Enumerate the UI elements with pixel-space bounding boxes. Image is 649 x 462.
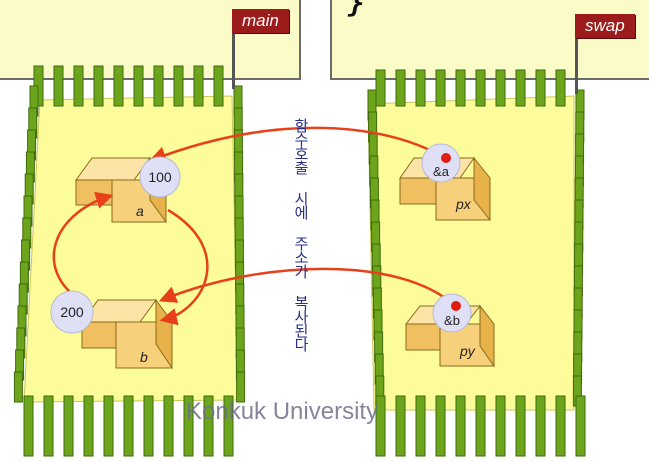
swap-fence-bottom [375,395,586,457]
bubble-px-text: &a [433,164,450,179]
fence-post [63,395,74,457]
bubble-px-value: &a [421,143,461,183]
fence-post [575,395,586,457]
fence-post [236,371,246,403]
fence-post [103,395,114,457]
fence-post [555,69,566,107]
fence-post [173,65,184,107]
fence-post [93,65,104,107]
fence-post [73,65,84,107]
swap-fence-top [375,69,566,107]
bubble-b-value: 200 [50,290,94,334]
fence-post [43,395,54,457]
main-flag-pole [232,9,235,89]
fence-post [515,395,526,457]
fence-post [163,395,174,457]
fence-post [475,395,486,457]
box-px-label: px [455,196,472,212]
swap-fence-left [367,89,385,407]
fence-post [535,69,546,107]
fence-post [495,395,506,457]
fence-post [23,395,34,457]
main-fence-bottom [23,395,234,457]
fence-post [223,395,234,457]
main-fence-left [13,85,39,403]
swap-flag-pole [575,14,578,94]
fence-post [213,65,224,107]
bubble-a-text: 100 [148,169,172,185]
closing-brace: } [348,0,365,19]
arrow-px-to-a [148,126,446,164]
watermark-text: Konkuk University [186,398,379,425]
fence-post [83,395,94,457]
fence-post [395,69,406,107]
fence-post [123,395,134,457]
bubble-a-value: 100 [139,156,181,198]
bubble-py-text: &b [444,313,460,328]
fence-post [555,395,566,457]
fence-post [375,69,386,107]
swap-scope-flag: swap [575,14,635,38]
box-a-label: a [136,203,144,219]
box-b-label: b [140,349,148,365]
fence-post [153,65,164,107]
fence-post [535,395,546,457]
swap-code-panel [330,0,649,80]
arrow-b-to-a [52,191,114,302]
fence-post [435,395,446,457]
fence-post [113,65,124,107]
swap-fence-right [572,89,585,407]
arrow-py-to-b [158,267,456,307]
fence-post [435,69,446,107]
fence-post [133,65,144,107]
fence-post [193,65,204,107]
fence-post [415,395,426,457]
arrow-a-to-b [159,208,209,326]
bubble-b-text: 200 [60,304,84,320]
bubble-py-value: &b [432,293,472,333]
fence-post [495,69,506,107]
main-scope-flag: main [232,9,289,33]
fence-post [203,395,214,457]
fence-post [143,395,154,457]
fence-post [415,69,426,107]
fence-post [515,69,526,107]
fence-post [53,65,64,107]
fence-post [375,395,386,457]
fence-post [455,69,466,107]
fence-post [395,395,406,457]
main-fence-right [233,85,246,403]
fence-post [475,69,486,107]
fence-post [13,371,23,403]
address-copy-caption: 함수호출 시에 주소가 복사된다 [292,118,310,351]
fence-post [183,395,194,457]
box-py-label: py [459,343,476,359]
fence-post [455,395,466,457]
